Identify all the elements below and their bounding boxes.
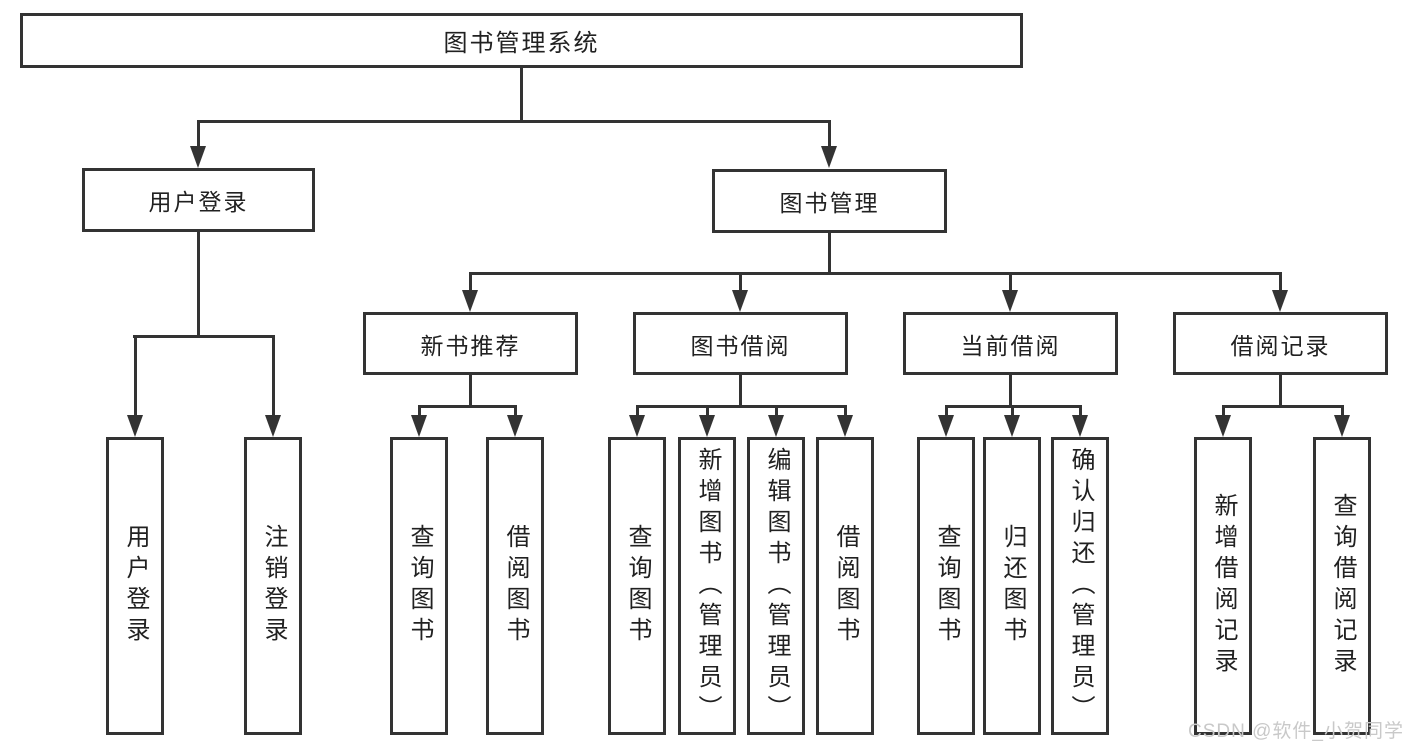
arrowhead — [1004, 415, 1020, 437]
arrowhead — [1215, 415, 1231, 437]
connector-stem — [134, 335, 137, 417]
connector-stem — [1222, 405, 1225, 417]
leaf-user-login: 用户登录 — [106, 437, 164, 735]
node-new-book-recommend: 新书推荐 — [363, 312, 578, 375]
node-label: 图书借阅 — [690, 332, 791, 359]
leaf-label: 注销登录 — [260, 524, 287, 648]
connector-stem — [1009, 272, 1012, 292]
leaf-br-query-record: 查询借阅记录 — [1313, 437, 1371, 735]
node-label: 用户登录 — [148, 189, 249, 215]
leaf-cb-return-books: 归还图书 — [983, 437, 1041, 735]
arrowhead — [1072, 415, 1088, 437]
leaf-label: 查询图书 — [624, 524, 651, 648]
leaf-label: 确认归还（管理员） — [1067, 446, 1094, 726]
arrowhead — [768, 415, 784, 437]
leaf-label: 查询借阅记录 — [1329, 493, 1356, 679]
leaf-logout: 注销登录 — [244, 437, 302, 735]
connector-stem — [1011, 405, 1014, 417]
node-current-borrow: 当前借阅 — [903, 312, 1118, 375]
connector-bookmgmt-vertical — [828, 233, 831, 274]
arrowhead — [507, 415, 523, 437]
arrowhead — [821, 146, 837, 168]
arrowhead — [938, 415, 954, 437]
arrowhead — [127, 415, 143, 437]
connector-stem — [739, 272, 742, 292]
connector-borrow-horizontal — [636, 405, 845, 408]
node-label: 图书管理系统 — [443, 30, 600, 57]
connector-stem — [1341, 405, 1344, 417]
leaf-label: 编辑图书（管理员） — [763, 446, 790, 726]
leaf-label: 新增借阅记录 — [1210, 493, 1237, 679]
arrowhead — [265, 415, 281, 437]
connector-level3-horizontal — [469, 272, 1282, 275]
connector-borrow-vertical — [739, 375, 742, 407]
connector-stem — [1279, 272, 1282, 292]
leaf-bb-add-books-admin: 新增图书（管理员） — [678, 437, 736, 735]
node-label: 图书管理 — [779, 190, 880, 216]
connector-level2-horizontal — [197, 120, 831, 123]
connector-stem — [272, 335, 275, 417]
leaf-bb-borrow-books: 借阅图书 — [816, 437, 874, 735]
connector-records-vertical — [1279, 375, 1282, 407]
connector-stem — [469, 272, 472, 292]
node-label: 借阅记录 — [1230, 332, 1331, 359]
csdn-watermark: CSDN @软件_小贺同学 — [1188, 721, 1404, 742]
node-borrow-records: 借阅记录 — [1173, 312, 1388, 375]
node-book-management: 图书管理 — [712, 169, 947, 233]
leaf-label: 归还图书 — [999, 524, 1026, 648]
connector-current-vertical — [1009, 375, 1012, 407]
leaf-bb-query-books: 查询图书 — [608, 437, 666, 735]
connector-userlogin-vertical — [197, 232, 200, 337]
connector-rec-vertical — [469, 375, 472, 407]
connector-userlogin-horizontal — [133, 335, 275, 338]
leaf-label: 用户登录 — [122, 524, 149, 648]
leaf-cb-confirm-return-admin: 确认归还（管理员） — [1051, 437, 1109, 735]
arrowhead — [699, 415, 715, 437]
connector-root-vertical — [520, 68, 523, 122]
connector-records-horizontal — [1222, 405, 1342, 408]
leaf-label: 借阅图书 — [832, 524, 859, 648]
arrowhead — [411, 415, 427, 437]
arrowhead — [1334, 415, 1350, 437]
leaf-label: 新增图书（管理员） — [694, 446, 721, 726]
connector-stem — [197, 120, 200, 148]
arrowhead — [1272, 290, 1288, 312]
connector-rec-horizontal — [418, 405, 516, 408]
arrowhead — [1002, 290, 1018, 312]
connector-stem — [636, 405, 639, 417]
leaf-label: 借阅图书 — [502, 524, 529, 648]
leaf-rec-borrow-books: 借阅图书 — [486, 437, 544, 735]
arrowhead — [732, 290, 748, 312]
node-user-login: 用户登录 — [82, 168, 315, 232]
arrowhead — [190, 146, 206, 168]
node-label: 当前借阅 — [960, 332, 1061, 359]
leaf-label: 查询图书 — [933, 524, 960, 648]
arrowhead — [462, 290, 478, 312]
leaf-br-add-record: 新增借阅记录 — [1194, 437, 1252, 735]
connector-stem — [514, 405, 517, 417]
arrowhead — [837, 415, 853, 437]
leaf-cb-query-books: 查询图书 — [917, 437, 975, 735]
connector-stem — [828, 120, 831, 148]
connector-stem — [844, 405, 847, 417]
connector-stem — [706, 405, 709, 417]
leaf-bb-edit-books-admin: 编辑图书（管理员） — [747, 437, 805, 735]
connector-stem — [418, 405, 421, 417]
connector-stem — [1079, 405, 1082, 417]
connector-stem — [945, 405, 948, 417]
arrowhead — [629, 415, 645, 437]
node-book-borrow: 图书借阅 — [633, 312, 848, 375]
node-root-library-system: 图书管理系统 — [20, 13, 1023, 68]
leaf-label: 查询图书 — [406, 524, 433, 648]
leaf-rec-query-books: 查询图书 — [390, 437, 448, 735]
connector-stem — [775, 405, 778, 417]
node-label: 新书推荐 — [420, 332, 521, 359]
